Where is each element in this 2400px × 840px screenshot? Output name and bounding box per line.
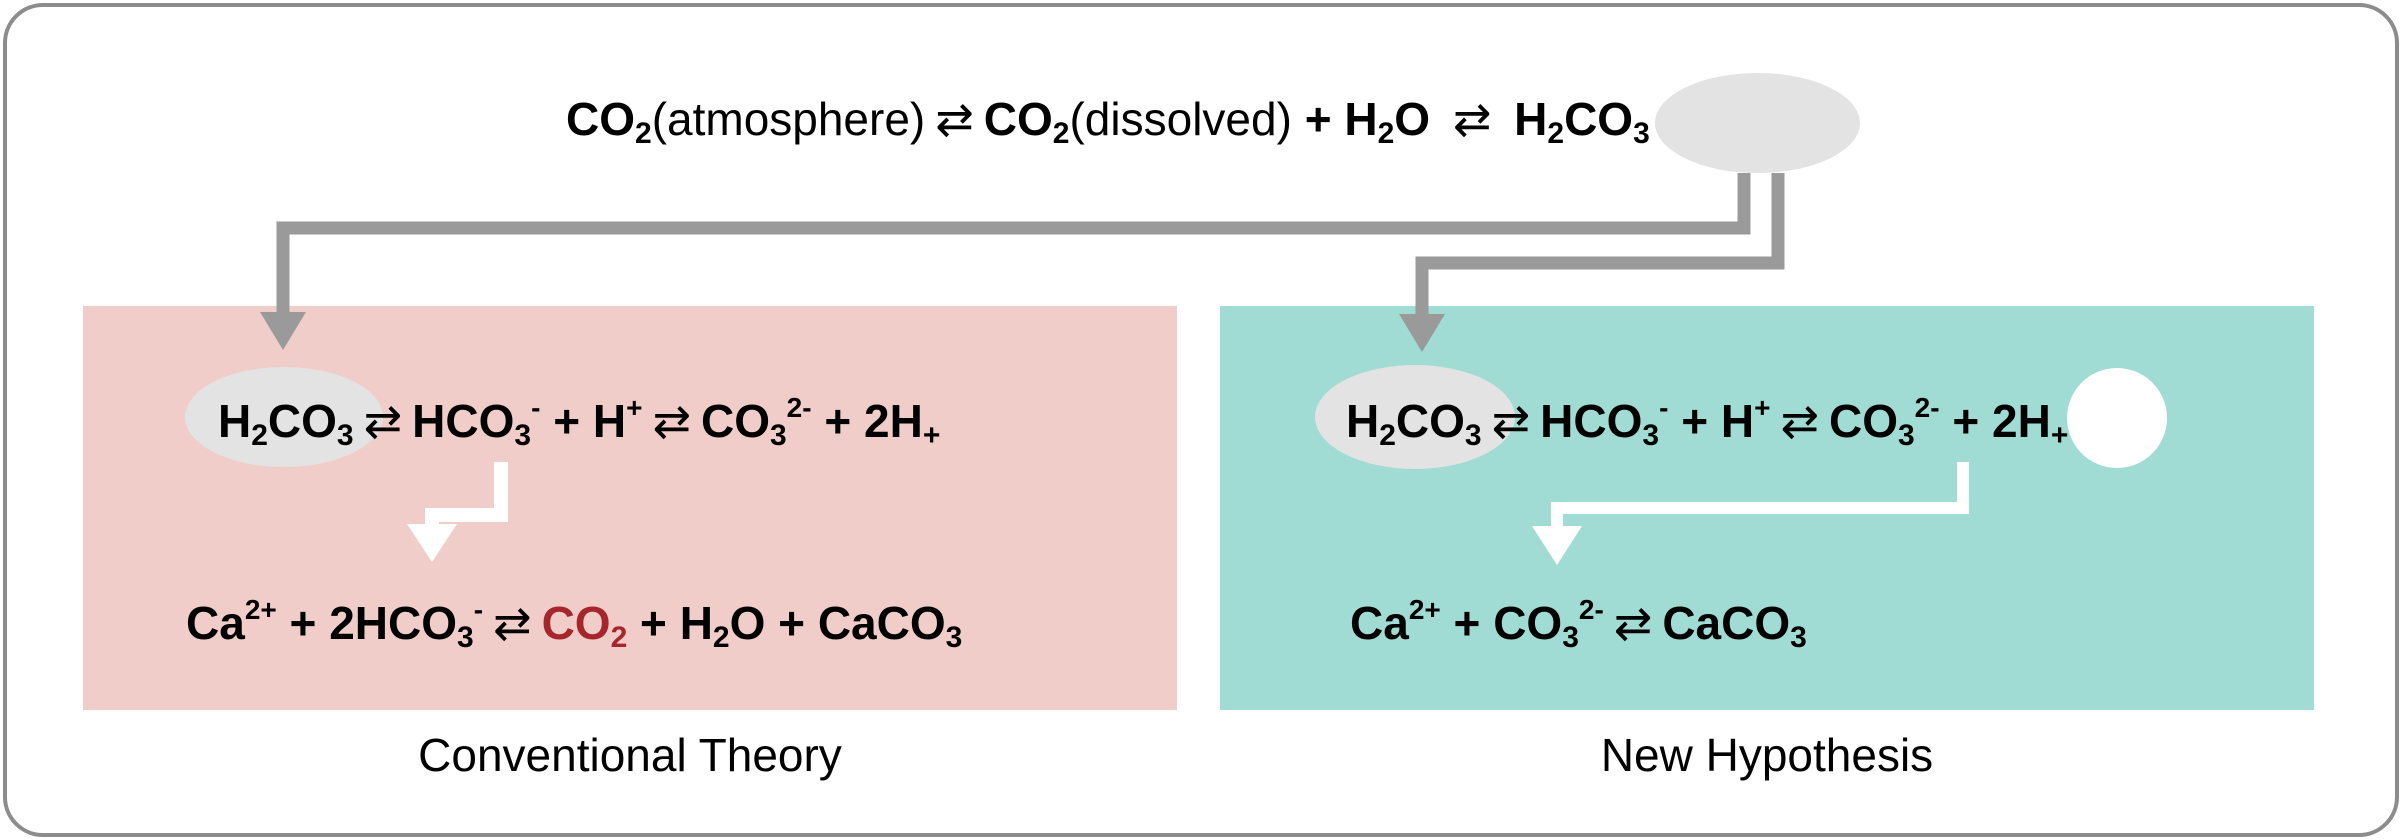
- white-arrowhead-left: [407, 524, 457, 562]
- two-protons-formula: 2H+: [864, 395, 941, 452]
- released-co2-formula: CO2: [541, 597, 628, 654]
- equilibrium-arrow: ⇄: [652, 395, 691, 447]
- right-dissociation-equation: H2CO3⇄HCO3- + H+⇄CO32- + 2H+: [1346, 392, 2069, 452]
- plus-sign: +: [289, 597, 317, 649]
- plus-sign: +: [1952, 395, 1980, 447]
- new-hypothesis-caption: New Hypothesis: [1600, 729, 1934, 781]
- calcium-ion-formula: Ca2+: [186, 594, 277, 649]
- calcium-ion-formula: Ca2+: [1350, 594, 1441, 649]
- co2-formula: CO2: [566, 93, 652, 150]
- top-equation: CO2(atmosphere)⇄CO2(dissolved) + H2O ⇄ H…: [566, 93, 1650, 150]
- left-dissociation-equation: H2CO3⇄HCO3- + H+⇄CO32- + 2H+: [218, 392, 941, 452]
- conventional-theory-caption: Conventional Theory: [418, 729, 842, 781]
- proton-formula: H+: [592, 392, 643, 447]
- grey-arrow-to-left: [276, 173, 1751, 316]
- white-arrowhead-right: [1532, 526, 1582, 565]
- top-h2co3-highlight: [1655, 73, 1860, 173]
- bicarbonate-formula: 2HCO3-: [329, 594, 484, 654]
- grey-arrowhead-right: [1399, 314, 1445, 352]
- right-2h-highlight: [2067, 368, 2167, 468]
- equilibrium-arrow: ⇄: [1613, 597, 1653, 649]
- two-protons-formula: 2H+: [1992, 395, 2069, 452]
- carbonate-formula: CO32-: [700, 392, 812, 452]
- bicarbonate-formula: HCO3-: [1540, 392, 1669, 452]
- white-arrow-left: [425, 462, 508, 528]
- white-arrow-right: [1551, 462, 1969, 530]
- h2co3-formula: H2CO3: [218, 395, 354, 452]
- co2-formula: CO2: [983, 93, 1070, 150]
- equilibrium-arrow: ⇄: [363, 395, 403, 447]
- h2co3-formula: H2CO3: [1346, 395, 1482, 452]
- equilibrium-arrow: ⇄: [1452, 93, 1492, 145]
- right-precipitation-equation: Ca2+ + CO32-⇄CaCO3: [1350, 594, 1807, 654]
- calcium-carbonate-formula: CaCO3: [817, 597, 963, 654]
- equilibrium-arrow: ⇄: [493, 597, 532, 649]
- atmosphere-label: (atmosphere): [651, 93, 926, 145]
- plus-sign: +: [1681, 395, 1709, 447]
- dissolved-label: (dissolved): [1069, 93, 1292, 145]
- h2o-formula: H2O: [1344, 93, 1431, 150]
- carbonate-formula: CO32-: [1493, 594, 1604, 654]
- equilibrium-arrow: ⇄: [935, 93, 974, 145]
- plus-sign: +: [778, 597, 806, 649]
- proton-formula: H+: [1720, 392, 1771, 447]
- carbonate-formula: CO32-: [1828, 392, 1940, 452]
- equilibrium-arrow: ⇄: [1491, 395, 1531, 447]
- equilibrium-arrow: ⇄: [1780, 395, 1819, 447]
- h2o-formula: H2O: [679, 597, 766, 654]
- plus-sign: +: [824, 395, 852, 447]
- plus-sign: +: [1304, 93, 1332, 145]
- plus-sign: +: [553, 395, 581, 447]
- calcium-carbonate-formula: CaCO3: [1662, 597, 1807, 654]
- left-precipitation-equation: Ca2+ + 2HCO3-⇄CO2 + H2O + CaCO3: [186, 594, 963, 654]
- plus-sign: +: [640, 597, 667, 649]
- grey-arrowhead-left: [260, 312, 306, 350]
- left-h2co3-highlight: [185, 367, 383, 467]
- bicarbonate-formula: HCO3-: [412, 392, 541, 452]
- plus-sign: +: [1453, 597, 1481, 649]
- h2co3-formula: H2CO3: [1514, 93, 1650, 150]
- right-h2co3-highlight: [1315, 365, 1515, 469]
- grey-arrow-to-right: [1415, 173, 1785, 318]
